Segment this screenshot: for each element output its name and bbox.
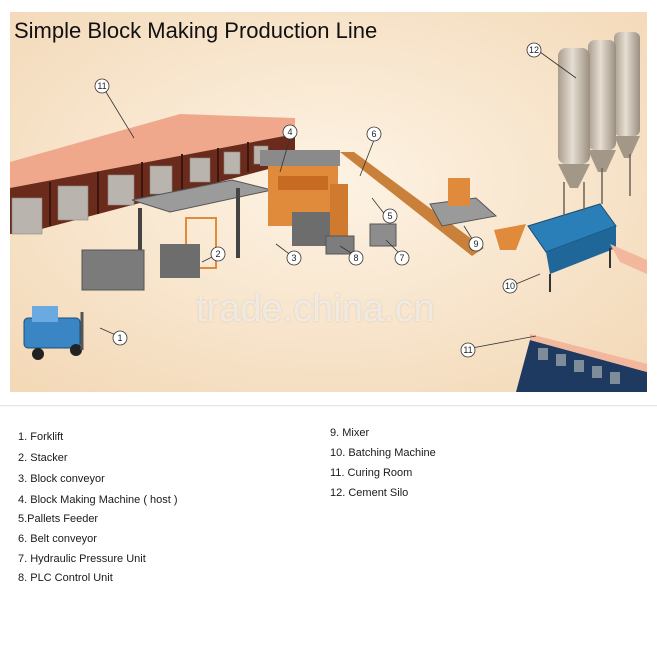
svg-text:12: 12 [529,45,539,55]
cement-silos [558,32,647,274]
forklift [23,306,84,360]
callout-4: 4 [282,124,298,140]
plc-control-unit [325,235,355,255]
svg-text:11: 11 [463,345,472,355]
callout-2: 2 [210,246,226,262]
svg-text:9: 9 [473,239,478,249]
legend-item-12: 12. Cement Silo [330,487,409,499]
belt-conveyor [340,152,484,256]
svg-text:8: 8 [353,253,358,263]
callout-12: 12 [526,42,542,58]
svg-text:3: 3 [291,253,296,263]
legend-item-7: 7. Hydraulic Pressure Unit [18,553,146,565]
divider [0,405,657,407]
legend-item-6: 6. Belt conveyor [18,533,97,545]
callout-9: 9 [468,236,484,252]
batching-machine [527,203,617,292]
curing-room [10,114,295,235]
stacker [81,179,273,291]
callout-10: 10 [502,278,518,294]
callout-7: 7 [394,250,410,266]
callouts: 11 4 6 5 7 8 3 2 9 10 11 12 1 [94,42,542,358]
diagram-title: Simple Block Making Production Line [14,18,378,43]
legend-item-3: 3. Block conveyor [18,473,105,485]
production-line-svg: 11 4 6 5 7 8 3 2 9 10 11 12 1 [10,12,647,392]
svg-text:11: 11 [97,81,106,91]
svg-text:5: 5 [387,211,392,221]
callout-5: 5 [382,208,398,224]
curing-room-lower [516,334,647,392]
svg-text:1: 1 [117,333,122,343]
callout-11a: 11 [94,78,110,94]
legend-item-5: 5.Pallets Feeder [18,513,99,525]
legend-item-9: 9. Mixer [330,427,370,439]
block-making-machine [260,150,348,246]
production-line-illustration: 11 4 6 5 7 8 3 2 9 10 11 12 1 [10,12,647,392]
callout-1: 1 [112,330,128,346]
callout-8: 8 [348,250,364,266]
legend-item-8: 8. PLC Control Unit [18,572,113,584]
callout-3: 3 [286,250,302,266]
legend-item-2: 2. Stacker [18,452,68,464]
svg-text:7: 7 [399,253,404,263]
legend-item-11: 11. Curing Room [330,467,413,479]
svg-text:10: 10 [505,281,515,291]
mixer [429,178,526,250]
callout-11b: 11 [460,342,476,358]
svg-text:4: 4 [287,127,292,137]
callout-6: 6 [366,126,382,142]
legend-item-1: 1. Forklift [18,431,64,443]
svg-text:2: 2 [215,249,220,259]
watermark-text: trade.china.cn [196,288,435,330]
hydraulic-pressure-unit [369,223,397,247]
svg-text:6: 6 [371,129,376,139]
legend-item-10: 10. Batching Machine [330,447,436,459]
legend-item-4: 4. Block Making Machine ( host ) [18,494,178,506]
